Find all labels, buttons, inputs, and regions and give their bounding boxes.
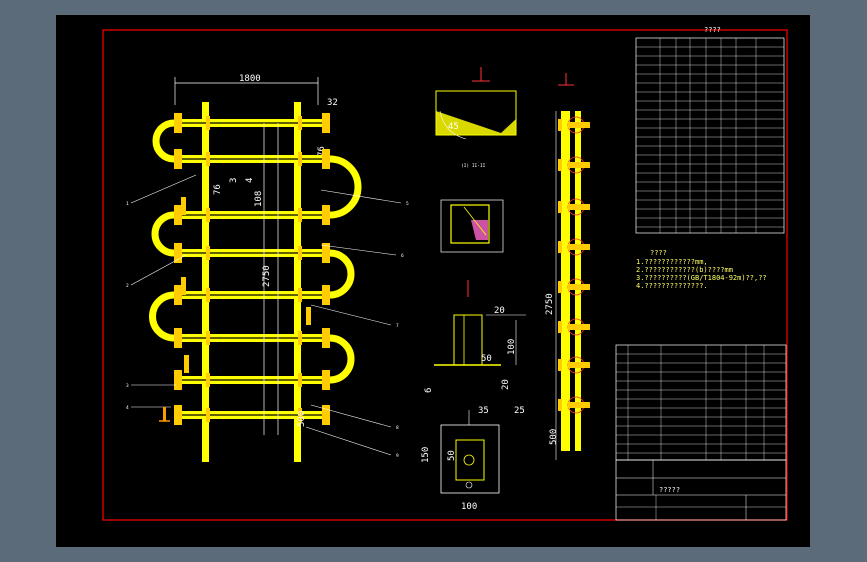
drawing-border [102, 29, 788, 521]
flange [174, 243, 182, 263]
dim-1800: 1800 [239, 74, 261, 84]
u-bend [329, 155, 362, 219]
dim-side-2750: 2750 [545, 293, 555, 315]
parameter-table [635, 37, 785, 234]
flange [174, 328, 182, 348]
dim-76-side: 76 [213, 184, 223, 195]
callout-label: 3 [126, 383, 129, 389]
dim-bracket-50: 50 [481, 354, 492, 364]
callout-label: 8 [396, 425, 399, 431]
callout-label: 1 [126, 201, 129, 207]
flange [322, 243, 330, 263]
dim-4: 4 [245, 178, 255, 183]
dim-bracket-6: 6 [424, 388, 434, 393]
flange [322, 405, 330, 425]
base-plate-detail [440, 410, 500, 494]
u-bend [149, 291, 175, 342]
dim-bracket-20: 20 [494, 306, 505, 316]
title-block [615, 459, 787, 521]
flange [174, 149, 182, 169]
tech-note-4: 4.??????????????. [636, 282, 708, 290]
u-bend [152, 119, 175, 163]
flange [322, 205, 330, 225]
flange [174, 370, 182, 390]
callout-label: 6 [401, 253, 404, 259]
callout-label: 5 [406, 201, 409, 207]
flange [322, 370, 330, 390]
tech-note-2: 2.????????????(b)????mm [636, 266, 733, 274]
u-bend [151, 211, 175, 257]
flange [322, 113, 330, 133]
flange [322, 149, 330, 169]
dim-32: 32 [327, 98, 338, 108]
tube-bundle [149, 113, 362, 425]
flange [174, 113, 182, 133]
tech-note-1: 1.????????????mm, [636, 258, 708, 266]
dim-bracket-20b: 20 [501, 379, 511, 390]
dim-plate-25: 25 [514, 406, 525, 416]
callout-label: 9 [396, 453, 399, 459]
dim-108: 108 [254, 191, 264, 207]
drawing-title: ????? [659, 486, 680, 494]
weld-detail: 45 [435, 67, 517, 140]
dim-plate-150: 150 [421, 447, 431, 463]
dim-bracket-100: 100 [507, 339, 517, 355]
dim-500: 500 [297, 411, 307, 427]
dim-side-500: 500 [549, 429, 559, 445]
dim-plate-100: 100 [461, 502, 477, 512]
callout-labels: 1 2 3 4 5 6 7 8 9 [126, 201, 409, 459]
callout-label: 4 [126, 405, 129, 411]
parts-list [615, 344, 787, 461]
dim-2750: 2750 [262, 265, 272, 287]
callout-label: 7 [396, 323, 399, 329]
vertical-dims [263, 123, 279, 435]
tech-note-3: 3.??????????(GB/T1804-92m)??,?? [636, 274, 767, 282]
tech-notes-heading: ???? [650, 249, 667, 257]
flange [174, 205, 182, 225]
dim-plate-35: 35 [478, 406, 489, 416]
top-dimension [174, 77, 319, 105]
callout-label: 2 [126, 283, 129, 289]
table-heading: ???? [704, 26, 721, 34]
flange [322, 328, 330, 348]
bracket-detail [434, 280, 526, 366]
side-elevation [555, 73, 590, 460]
support-columns [202, 102, 301, 462]
flange [174, 285, 182, 305]
dim-3: 3 [229, 178, 239, 183]
flange [174, 405, 182, 425]
section-detail: (I) II-II [440, 163, 504, 253]
u-bend [329, 334, 355, 384]
flange [322, 285, 330, 305]
u-bend [329, 249, 355, 299]
angle-45: 45 [448, 122, 459, 132]
dim-plate-50: 50 [447, 450, 457, 461]
foot-marker [163, 407, 166, 421]
leader-lines [130, 174, 402, 456]
svg-text:(I) II-II: (I) II-II [461, 163, 486, 169]
